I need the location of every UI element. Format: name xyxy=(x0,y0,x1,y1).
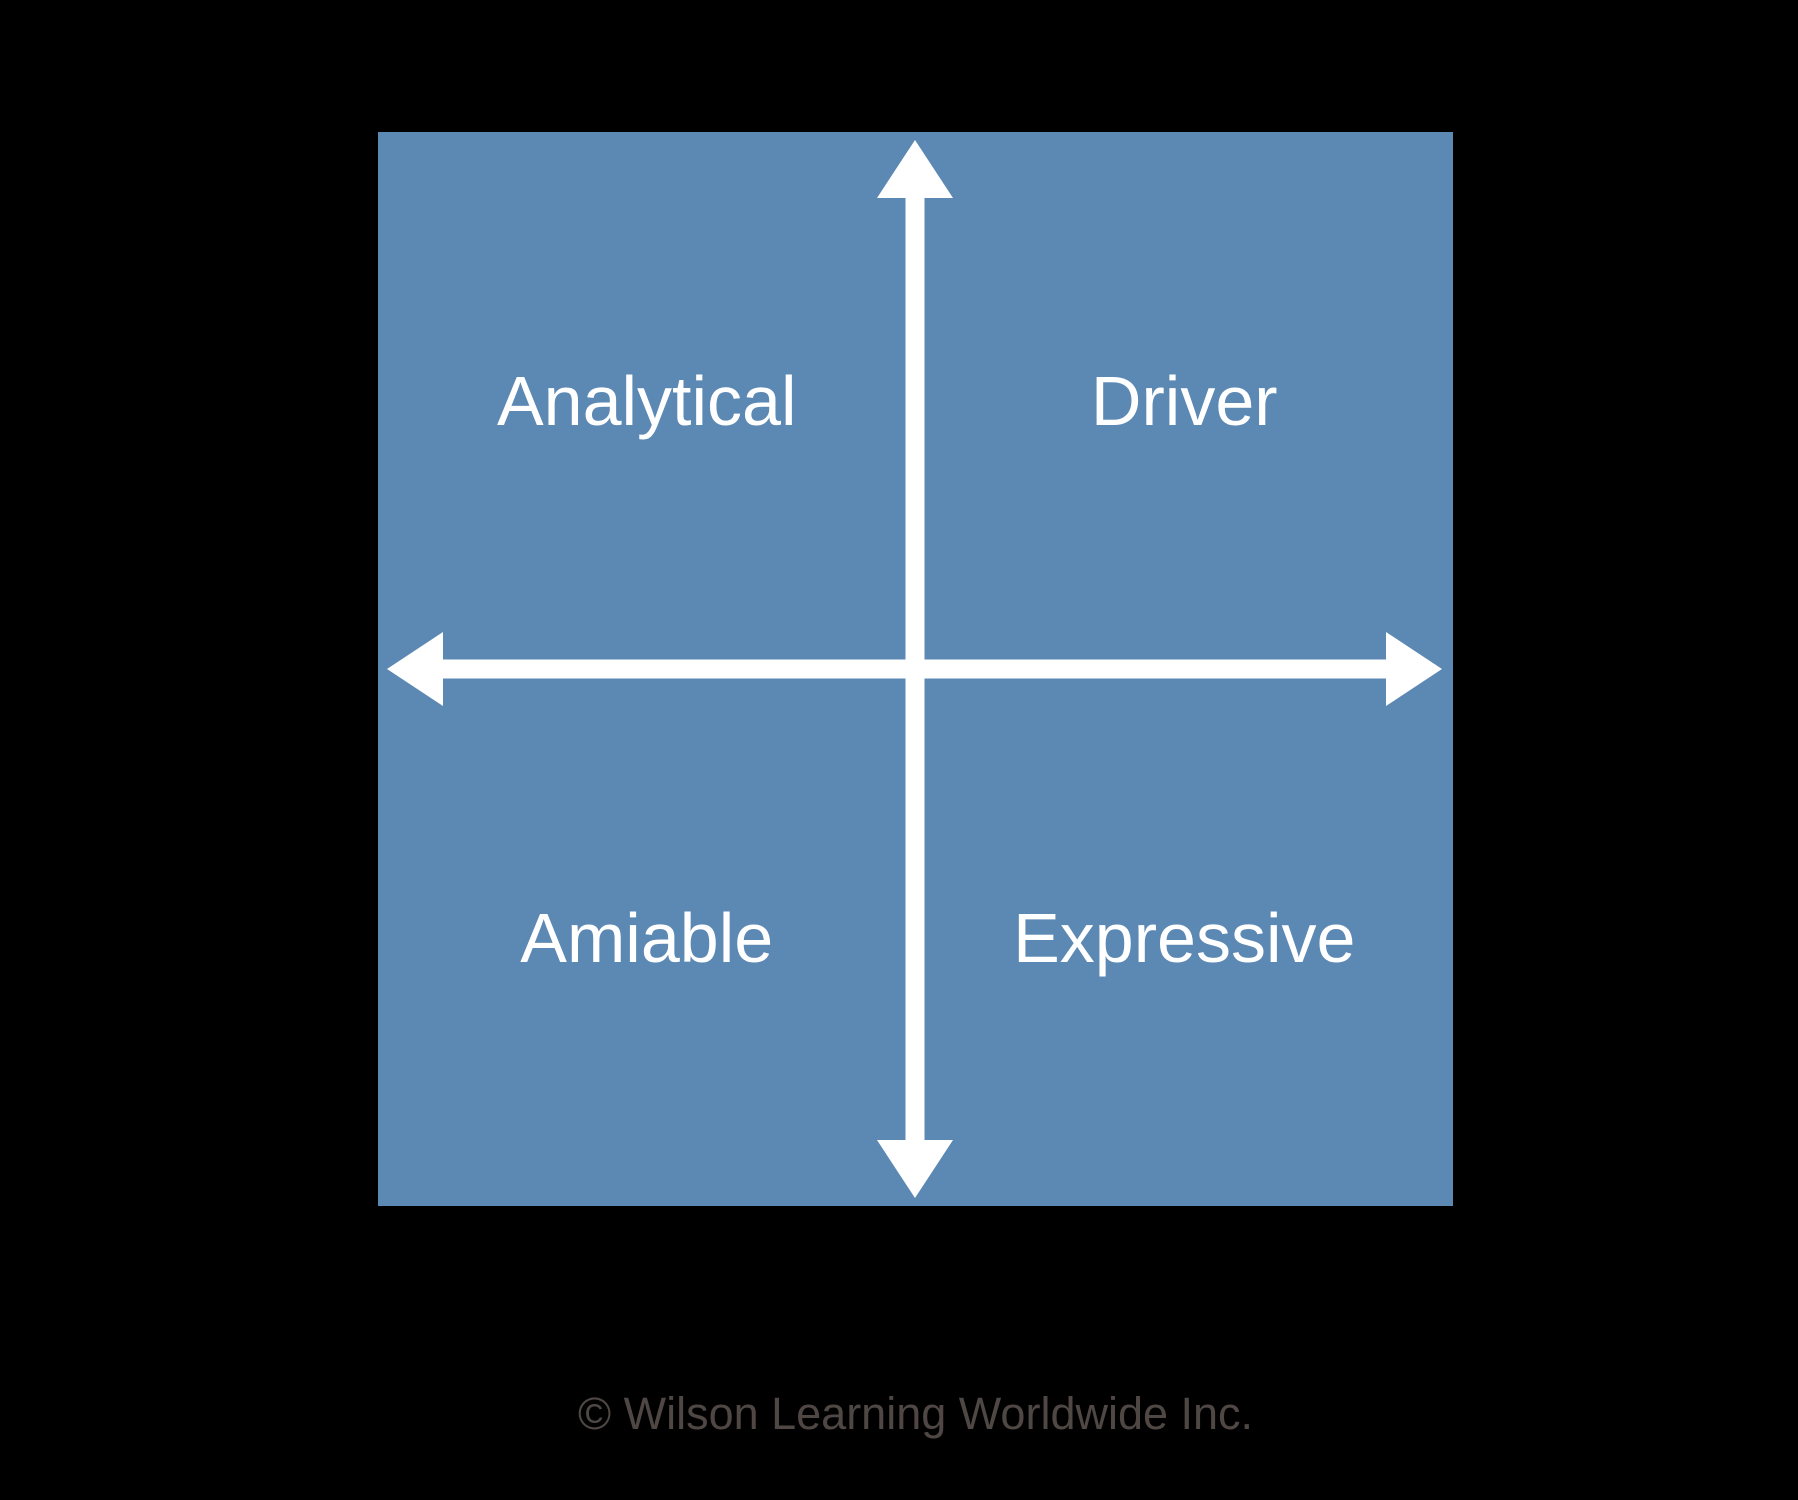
quadrant-label-expressive: Expressive xyxy=(1013,898,1356,977)
quadrant-analytical: Analytical xyxy=(378,132,916,669)
copyright-text: © Wilson Learning Worldwide Inc. xyxy=(577,1388,1254,1439)
quadrant-label-amiable: Amiable xyxy=(520,898,774,977)
quadrant-amiable: Amiable xyxy=(378,669,916,1206)
quadrant-driver: Driver xyxy=(916,132,1454,669)
quadrant-label-driver: Driver xyxy=(1090,361,1278,440)
quadrant-label-analytical: Analytical xyxy=(496,361,797,440)
quadrant-grid: Analytical Driver Amiable Expressive xyxy=(378,132,1453,1206)
quadrant-matrix: Analytical Driver Amiable Expressive xyxy=(378,132,1453,1206)
quadrant-expressive: Expressive xyxy=(916,669,1454,1206)
